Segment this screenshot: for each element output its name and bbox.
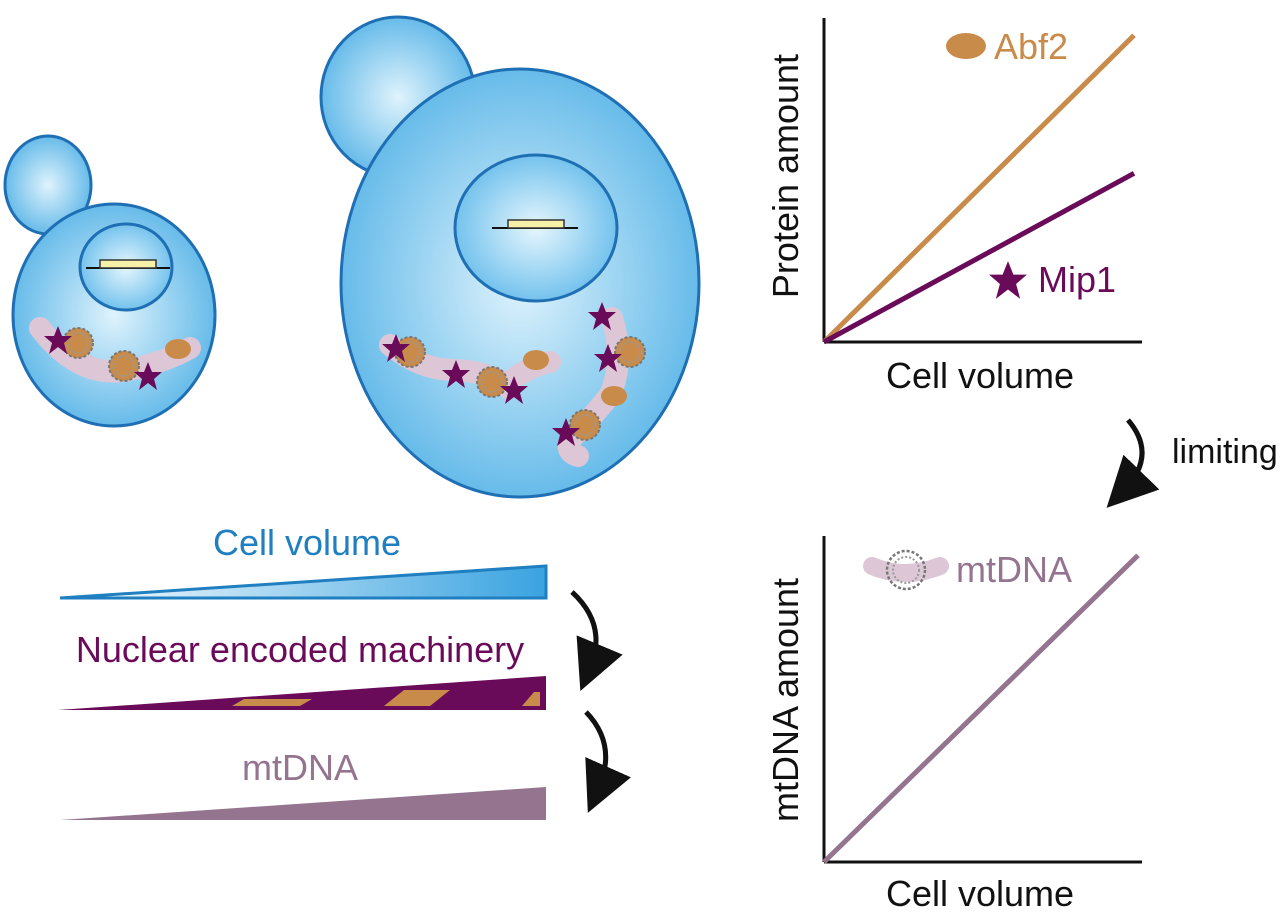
small-cell-nucleoid-icon — [108, 350, 140, 382]
mtdna-legend-icon — [863, 549, 949, 591]
limiting-curved-arrow-icon — [1106, 418, 1160, 508]
curved-arrow-icon — [584, 710, 631, 813]
curved-arrow-icon — [570, 590, 623, 692]
chart1-x-axis-label: Cell volume — [886, 355, 1074, 396]
cell-volume-gradient-label: Cell volume — [213, 522, 401, 563]
machinery-wedge-abf2-stripe — [384, 690, 450, 706]
abf2-legend-label: Abf2 — [994, 26, 1068, 67]
small-cell-nucleoid-icon — [62, 327, 94, 359]
protein-amount-chart: Cell volume Protein amount Abf2 Mip1 — [765, 18, 1142, 396]
large-cell-nucleoid-icon — [569, 409, 601, 441]
machinery-wedge — [58, 676, 546, 710]
chart1-series-mip1-line — [822, 171, 1136, 345]
small-cell-abf2-icon — [165, 339, 191, 359]
large-cell-nucleoid-icon — [476, 366, 508, 398]
large-cell-abf2-icon — [601, 386, 627, 406]
mip1-legend-label: Mip1 — [1038, 259, 1116, 300]
large-cell-gene — [507, 219, 565, 229]
large-cell-abf2-icon — [523, 350, 549, 370]
large-cell-nucleoid-icon — [614, 336, 646, 368]
chart2-y-axis-label: mtDNA amount — [765, 578, 806, 822]
machinery-wedge-abf2-stripe — [232, 699, 312, 706]
mtdna-gradient-label: mtDNA — [242, 747, 358, 788]
mtdna-wedge — [60, 787, 546, 820]
chart1-y-axis-label: Protein amount — [765, 54, 806, 298]
cell-volume-wedge — [59, 564, 548, 600]
chart2-x-axis-label: Cell volume — [886, 873, 1074, 914]
abf2-legend-icon — [946, 33, 986, 59]
mtdna-amount-chart: Cell volume mtDNA amount mtDNA — [765, 536, 1142, 914]
small-cell-gene — [99, 259, 157, 269]
limiting-label: limiting — [1172, 433, 1278, 471]
small-cell — [3, 134, 217, 428]
mtdna-legend-label: mtDNA — [956, 549, 1072, 590]
mip1-legend-icon — [989, 261, 1027, 299]
machinery-gradient-label: Nuclear encoded machinery — [76, 629, 524, 670]
large-cell — [319, 15, 701, 499]
chart2-series-mtdna-line — [822, 553, 1140, 864]
chart1-series-abf2-line — [822, 33, 1136, 344]
machinery-wedge-abf2-stripe — [522, 692, 540, 706]
